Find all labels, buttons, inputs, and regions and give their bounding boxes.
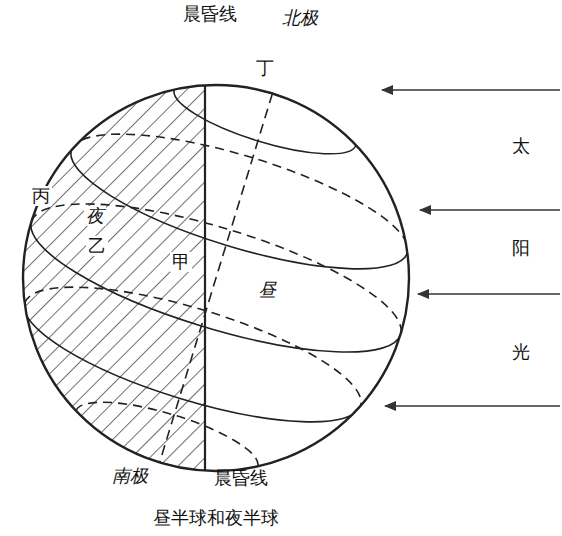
- region-label: 甲: [170, 252, 192, 272]
- region-label: 丁: [256, 58, 274, 78]
- region-label: 太: [512, 136, 530, 156]
- region-label: 晨昏线: [214, 468, 268, 488]
- latitude-circle-back: [71, 106, 420, 252]
- figure-caption: 昼半球和夜半球: [153, 508, 279, 528]
- region-label: 乙: [86, 236, 108, 256]
- earth-axis: [160, 93, 273, 462]
- region-label: 丙: [30, 186, 52, 206]
- region-label: 光: [512, 342, 530, 362]
- region-label: 夜: [84, 206, 106, 226]
- region-label: 南极: [112, 466, 148, 486]
- region-label: 北极: [282, 8, 318, 28]
- region-label: 晨昏线: [183, 4, 237, 24]
- latitude-circle: [17, 222, 401, 383]
- latitude-circle-back: [174, 66, 363, 145]
- latitude-circle-back: [76, 387, 265, 466]
- region-label: 阳: [512, 238, 530, 258]
- latitude-circle-back: [25, 260, 374, 406]
- region-label: 昼: [258, 280, 276, 300]
